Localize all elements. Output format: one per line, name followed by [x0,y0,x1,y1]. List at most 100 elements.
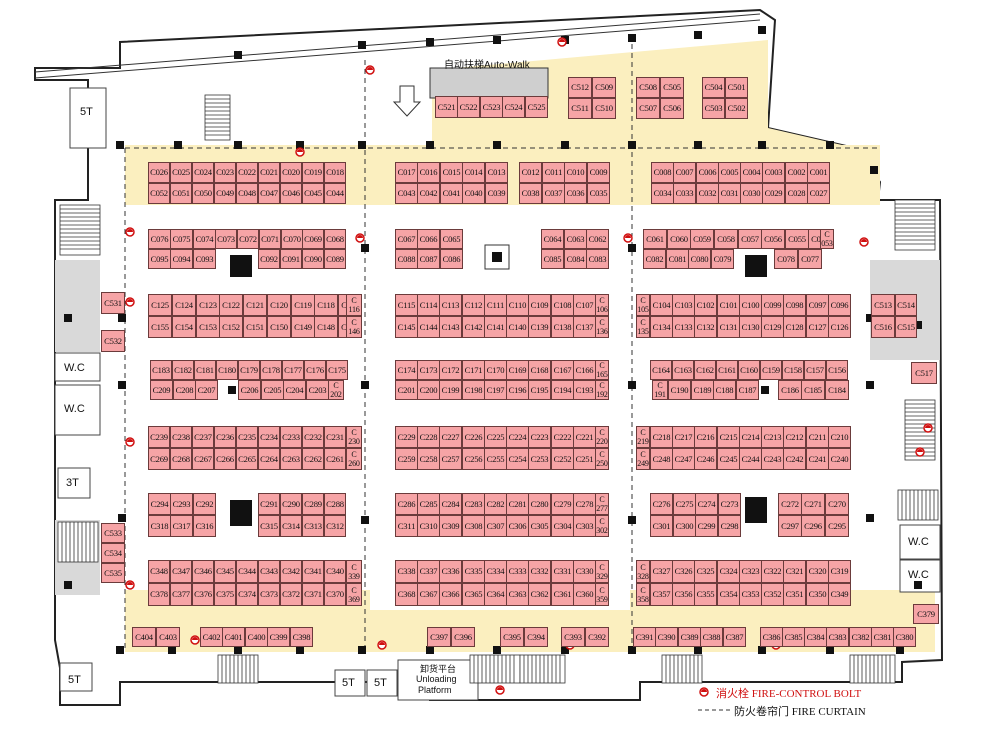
stall[interactable]: C171 [462,360,485,380]
stall[interactable]: C060 [667,229,691,249]
stall[interactable]: C167 [551,360,574,380]
stall[interactable]: C399 [267,627,290,647]
stall[interactable]: C074 [193,229,216,249]
stall[interactable]: C523 [480,96,503,118]
stall[interactable]: C331 [551,560,574,583]
stall[interactable]: C189 [691,380,714,400]
stall[interactable]: C 230 [346,426,362,448]
stall[interactable]: C114 [417,294,440,316]
stall[interactable]: C172 [439,360,462,380]
stall[interactable]: C352 [761,583,784,606]
stall[interactable]: C156 [826,360,848,380]
stall[interactable]: C069 [302,229,324,249]
stall[interactable]: C039 [485,183,508,204]
stall[interactable]: C255 [484,448,507,470]
stall[interactable]: C320 [806,560,829,583]
stall[interactable]: C390 [655,627,678,647]
stall[interactable]: C237 [192,426,214,448]
stall[interactable]: C151 [243,316,267,338]
stall[interactable]: C201 [395,380,418,400]
stall[interactable]: C371 [302,583,324,606]
stall[interactable]: C126 [828,316,851,338]
stall[interactable]: C336 [439,560,462,583]
stall[interactable]: C273 [718,493,741,515]
stall[interactable]: C078 [774,249,798,269]
stall[interactable]: C031 [718,183,741,204]
stall[interactable]: C018 [324,162,346,183]
stall[interactable]: C266 [214,448,236,470]
stall[interactable]: C014 [462,162,485,183]
stall[interactable]: C133 [672,316,695,338]
stall[interactable]: C222 [551,426,574,448]
stall[interactable]: C221 [573,426,596,448]
stall[interactable]: C378 [148,583,170,606]
stall[interactable]: C353 [739,583,762,606]
stall[interactable]: C340 [324,560,346,583]
stall[interactable]: C059 [690,229,714,249]
stall[interactable]: C194 [551,380,574,400]
stall[interactable]: C 250 [595,448,609,470]
stall[interactable]: C272 [778,493,802,515]
stall[interactable]: C348 [148,560,170,583]
stall[interactable]: C535 [101,563,125,583]
stall[interactable]: C013 [485,162,508,183]
stall[interactable]: C140 [506,316,529,338]
stall[interactable]: C130 [739,316,762,338]
stall[interactable]: C205 [261,380,284,400]
stall[interactable]: C 202 [328,380,344,400]
stall[interactable]: C363 [506,583,529,606]
stall[interactable]: C196 [506,380,529,400]
stall[interactable]: C 220 [595,426,609,448]
stall[interactable]: C120 [267,294,291,316]
stall[interactable]: C047 [258,183,280,204]
stall[interactable]: C015 [440,162,463,183]
stall[interactable]: C233 [280,426,302,448]
stall[interactable]: C334 [484,560,507,583]
stall[interactable]: C313 [302,515,324,537]
stall[interactable]: C157 [804,360,826,380]
stall[interactable]: C197 [484,380,507,400]
stall[interactable]: C043 [395,183,418,204]
stall[interactable]: C335 [462,560,485,583]
stall[interactable]: C248 [650,448,673,470]
stall[interactable]: C264 [258,448,280,470]
stall[interactable]: C251 [573,448,596,470]
stall[interactable]: C403 [156,627,180,647]
stall[interactable]: C044 [324,183,346,204]
stall[interactable]: C 339 [346,560,362,583]
stall[interactable]: C232 [302,426,324,448]
stall[interactable]: C137 [573,316,596,338]
stall[interactable]: C531 [101,292,125,314]
stall[interactable]: C107 [573,294,596,316]
stall[interactable]: C065 [440,229,463,249]
stall[interactable]: C070 [281,229,303,249]
stall[interactable]: C504 [702,77,725,98]
stall[interactable]: C365 [462,583,485,606]
stall[interactable]: C209 [150,380,173,400]
stall[interactable]: C325 [694,560,717,583]
stall[interactable]: C081 [666,249,689,269]
stall[interactable]: C011 [542,162,565,183]
stall[interactable]: C176 [304,360,326,380]
stall[interactable]: C373 [258,583,280,606]
stall[interactable]: C001 [807,162,830,183]
stall[interactable]: C045 [302,183,324,204]
stall[interactable]: C178 [260,360,282,380]
stall[interactable]: C517 [911,362,937,384]
stall[interactable]: C042 [417,183,440,204]
stall[interactable]: C198 [462,380,485,400]
stall[interactable]: C 358 [636,583,650,606]
stall[interactable]: C214 [739,426,762,448]
stall[interactable]: C298 [718,515,741,537]
stall[interactable]: C290 [280,493,302,515]
stall[interactable]: C100 [739,294,762,316]
stall[interactable]: C349 [828,583,851,606]
stall[interactable]: C164 [650,360,672,380]
stall[interactable]: C234 [258,426,280,448]
stall[interactable]: C217 [672,426,695,448]
stall[interactable]: C124 [172,294,196,316]
stall[interactable]: C161 [716,360,738,380]
stall[interactable]: C254 [506,448,529,470]
stall[interactable]: C087 [417,249,440,269]
stall[interactable]: C113 [439,294,462,316]
